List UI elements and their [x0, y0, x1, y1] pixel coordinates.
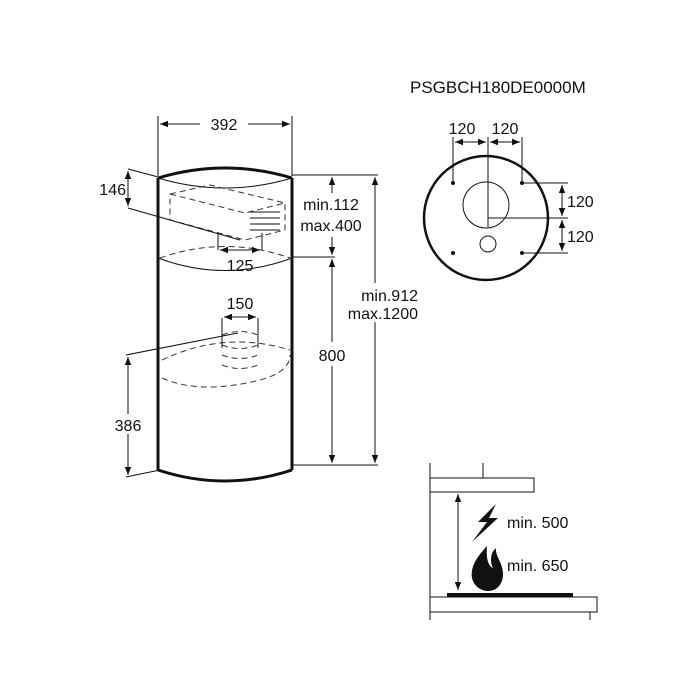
gas-clearance: min. 650: [507, 558, 568, 575]
vent-grille: [250, 211, 280, 231]
outlet-dim: 150: [227, 296, 254, 313]
electric-clearance: min. 500: [507, 515, 568, 532]
top-view: 120 120 120 120: [422, 121, 594, 282]
upper-min-dim: min.112: [303, 197, 359, 214]
total-min-dim: min.912: [361, 288, 418, 305]
worktop: [429, 596, 598, 613]
upper-max-dim: max.400: [300, 218, 361, 235]
model-title: PSGBCH180DE0000M: [410, 78, 586, 97]
top-left-dim: 120: [449, 121, 476, 138]
right-bottom-dim: 120: [567, 229, 594, 246]
flame-icon: [471, 546, 503, 591]
cylinder-side-view: 125 150: [156, 166, 294, 483]
lower-height-dim: 800: [319, 348, 346, 365]
hob-surface: [447, 593, 573, 597]
duct-outlet-dim: 125: [227, 258, 254, 275]
width-dim: 392: [211, 117, 238, 134]
duct-height-dim: 146: [99, 182, 126, 199]
bottom-outlet-height-dim: 386: [115, 418, 142, 435]
top-right-dim: 120: [492, 121, 519, 138]
total-max-dim: max.1200: [348, 306, 418, 323]
clearance-diagram: min. 500 min. 650: [429, 463, 598, 620]
right-top-dim: 120: [567, 194, 594, 211]
hood-plate: [429, 477, 535, 493]
lightning-icon: [472, 504, 498, 542]
